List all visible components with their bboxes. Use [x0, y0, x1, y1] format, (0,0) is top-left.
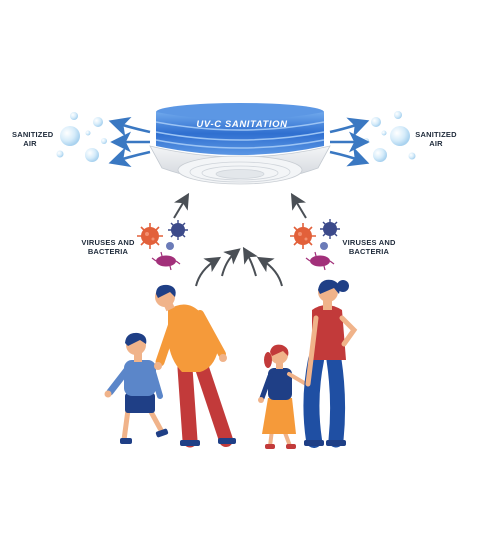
bacteria-icon: [305, 251, 335, 271]
air-bubble-icon: [381, 130, 387, 136]
virus-icon: [166, 242, 174, 250]
air-bubble-icon: [85, 130, 91, 136]
intake-arrow-icon: [290, 192, 307, 219]
air-bubble-icon: [394, 111, 402, 119]
air-bubble-icon: [56, 150, 64, 158]
virus-icon: [290, 223, 316, 249]
air-bubble-icon: [408, 152, 416, 160]
intake-arrow-icon: [242, 246, 259, 277]
left-germs-label: VIRUSES AND BACTERIA: [81, 238, 135, 256]
intake-arrow-icon: [195, 256, 222, 287]
intake-arrows: [173, 192, 307, 287]
virus-icon: [320, 242, 328, 250]
air-bubble-icon: [363, 138, 369, 144]
uv-device-icon: [149, 103, 331, 185]
person-figure-father: [154, 284, 236, 448]
left-germs: [137, 220, 188, 271]
right-sanitized-air: [363, 111, 416, 162]
intake-arrow-icon: [221, 248, 241, 277]
air-bubble-icon: [93, 117, 103, 127]
airflow-arrow-icon: [329, 117, 370, 138]
right-airflow-arrows: [329, 117, 370, 167]
airflow-arrow-icon: [329, 146, 370, 167]
bacteria-icon: [151, 251, 181, 271]
left-sanitized-air-label: SANITIZED AIR: [12, 130, 54, 148]
airflow-arrow-icon: [108, 116, 151, 137]
air-bubble-icon: [60, 126, 80, 146]
virus-icon: [168, 220, 188, 240]
virus-icon: [320, 219, 340, 239]
air-bubble-icon: [70, 112, 78, 120]
person-figure-mother: [303, 279, 358, 448]
left-airflow-arrows: [108, 116, 151, 168]
intake-arrow-icon: [173, 192, 190, 219]
air-bubble-icon: [101, 138, 107, 144]
right-germs: [290, 219, 340, 271]
air-bubble-icon: [390, 126, 410, 146]
right-sanitized-air-label: SANITIZED AIR: [415, 130, 457, 148]
person-figure-girl: [258, 344, 308, 449]
air-bubble-icon: [373, 148, 387, 162]
airflow-arrow-icon: [108, 147, 151, 168]
left-sanitized-air: [56, 112, 107, 162]
virus-icon: [137, 223, 163, 249]
air-bubble-icon: [371, 117, 381, 127]
air-bubble-icon: [85, 148, 99, 162]
device-title: UV-C SANITATION: [196, 119, 288, 130]
right-germs-label: VIRUSES AND BACTERIA: [342, 238, 396, 256]
person-figure-boy: [104, 332, 169, 444]
intake-arrow-icon: [256, 256, 283, 287]
